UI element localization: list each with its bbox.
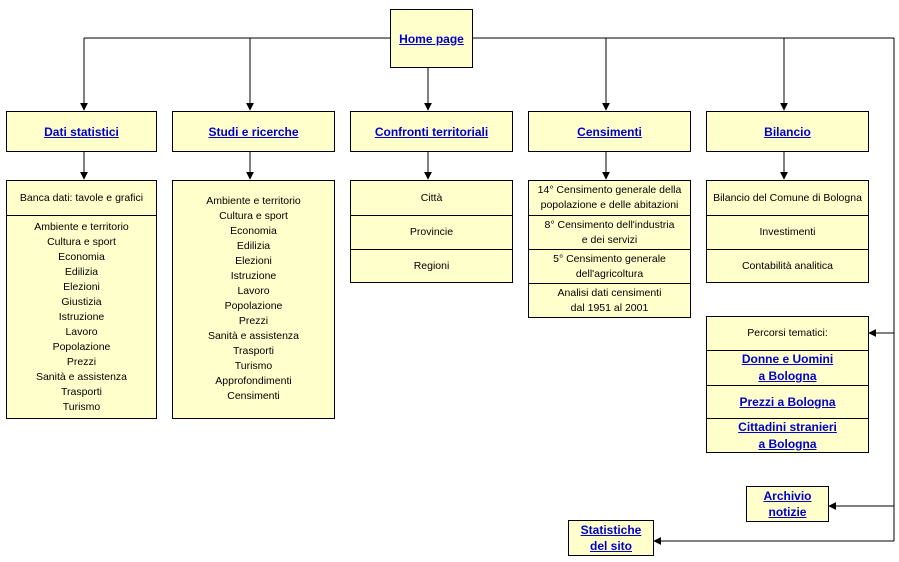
percorsi-tematici-box: Percorsi tematici: Donne e Uomini a Bolog… (706, 316, 869, 453)
studi-ricerche-item[interactable]: Edilizia (236, 240, 271, 252)
studi-ricerche-item[interactable]: Turismo (234, 360, 273, 372)
dati-statistici-item[interactable]: Turismo (62, 401, 101, 413)
section-bilancio: Bilancio (706, 111, 869, 152)
section-censimenti: Censimenti (528, 111, 691, 152)
statistiche-sito-link[interactable]: Statistiche del sito (581, 522, 642, 554)
studi-ricerche-item[interactable]: Cultura e sport (219, 210, 288, 222)
section-dati-statistici: Dati statistici (6, 111, 157, 152)
studi-ricerche-item[interactable]: Sanità e assistenza (207, 330, 300, 342)
archivio-line-1: Archivio (763, 489, 812, 503)
censimenti-item[interactable]: Analisi dati censimenti dal 1951 al 2001 (529, 283, 690, 317)
censimenti-item-line: 8° Censimento dell'industria (544, 218, 675, 231)
studi-ricerche-item[interactable]: Ambiente e territorio (206, 195, 301, 207)
bilancio-link[interactable]: Bilancio (764, 124, 811, 139)
home-page-link[interactable]: Home page (399, 31, 464, 46)
percorsi-link-line: a Bologna (758, 436, 817, 451)
confronti-territoriali-link[interactable]: Confronti territoriali (374, 124, 489, 139)
confronti-item[interactable]: Provincie (351, 215, 512, 249)
censimenti-item-line: Analisi dati censimenti (557, 286, 662, 299)
dati-statistici-link[interactable]: Dati statistici (44, 124, 119, 139)
censimenti-item-line: 5° Censimento generale (553, 252, 666, 265)
censimenti-item-line: popolazione e delle abitazioni (540, 199, 679, 211)
percorsi-tematici-link[interactable]: Cittadini stranieri a Bologna (707, 418, 868, 452)
studi-ricerche-item[interactable]: Elezioni (235, 255, 272, 267)
studi-ricerche-item[interactable]: Economia (230, 225, 277, 237)
archivio-line-2: notizie (768, 505, 807, 519)
studi-ricerche-item[interactable]: Lavoro (237, 285, 270, 297)
censimenti-item-line: e dei servizi (581, 233, 638, 246)
censimenti-item-line: dal 1951 al 2001 (570, 301, 649, 314)
archivio-notizie-link[interactable]: Archivio notizie (763, 488, 811, 520)
dati-statistici-list-box: Banca dati: tavole e grafici Ambiente e … (6, 180, 157, 419)
percorsi-tematici-link[interactable]: Prezzi a Bologna (707, 385, 868, 418)
studi-ricerche-item[interactable]: Istruzione (230, 270, 277, 282)
bilancio-item[interactable]: Bilancio del Comune di Bologna (713, 191, 862, 204)
percorsi-link-line: Cittadini stranieri (738, 419, 837, 434)
studi-ricerche-item[interactable]: Popolazione (224, 300, 283, 312)
studi-ricerche-item[interactable]: Prezzi (238, 315, 269, 327)
studi-ricerche-link[interactable]: Studi e ricerche (208, 124, 299, 139)
dati-statistici-item[interactable]: Ambiente e territorio (34, 221, 129, 233)
dati-statistici-item[interactable]: Elezioni (63, 281, 100, 293)
statistiche-line-2: del sito (589, 539, 632, 553)
dati-statistici-item[interactable]: Giustizia (61, 296, 102, 308)
censimenti-list-box: 14° Censimento generale della popolazione… (528, 180, 691, 318)
dati-statistici-item[interactable]: Economia (58, 251, 105, 263)
censimenti-item[interactable]: 5° Censimento generale dell'agricoltura (529, 249, 690, 283)
dati-statistici-item[interactable]: Edilizia (64, 266, 99, 278)
confronti-item[interactable]: Regioni (351, 249, 512, 283)
percorsi-tematici-link[interactable]: Donne e Uomini a Bologna (707, 351, 868, 385)
bilancio-item[interactable]: Contabilità analitica (707, 249, 868, 283)
dati-statistici-item[interactable]: Istruzione (58, 311, 105, 323)
banca-dati-header[interactable]: Banca dati: tavole e grafici (7, 181, 156, 216)
studi-ricerche-item[interactable]: Approfondimenti (215, 375, 292, 387)
studi-ricerche-item[interactable]: Trasporti (232, 345, 275, 357)
bilancio-item[interactable]: Investimenti (707, 215, 868, 249)
section-studi-ricerche: Studi e ricerche (172, 111, 335, 152)
censimenti-item[interactable]: 14° Censimento generale della popolazione… (529, 181, 690, 215)
confronti-item[interactable]: Città (420, 191, 443, 204)
censimenti-item[interactable]: 8° Censimento dell'industria e dei serviz… (529, 215, 690, 249)
percorsi-link-line: Donne e Uomini (741, 352, 834, 366)
dati-statistici-item[interactable]: Lavoro (65, 326, 98, 338)
home-page-box: Home page (390, 9, 473, 68)
dati-statistici-item[interactable]: Prezzi (66, 356, 97, 368)
statistiche-line-1: Statistiche (580, 523, 642, 537)
censimenti-item-line: 14° Censimento generale della (537, 184, 682, 196)
archivio-notizie-box: Archivio notizie (746, 486, 829, 522)
studi-ricerche-item[interactable]: Censimenti (227, 390, 280, 402)
dati-statistici-item[interactable]: Trasporti (60, 386, 103, 398)
dati-statistici-item[interactable]: Cultura e sport (47, 236, 116, 248)
dati-statistici-item[interactable]: Sanità e assistenza (35, 371, 128, 383)
percorsi-tematici-header: Percorsi tematici: (707, 317, 868, 351)
percorsi-link-line: a Bologna (758, 369, 817, 383)
percorsi-link-line: Prezzi a Bologna (739, 394, 836, 409)
statistiche-sito-box: Statistiche del sito (568, 520, 654, 556)
dati-statistici-item[interactable]: Popolazione (52, 341, 111, 353)
censimenti-link[interactable]: Censimenti (577, 124, 642, 139)
censimenti-item-line: dell'agricoltura (575, 267, 644, 280)
section-confronti-territoriali: Confronti territoriali (350, 111, 513, 152)
